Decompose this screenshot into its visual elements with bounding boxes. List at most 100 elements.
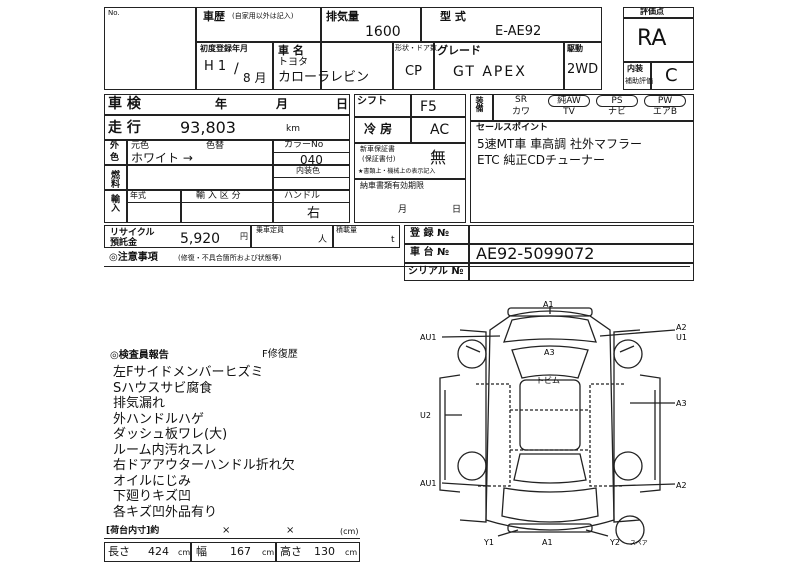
orig-color-label: 元色 [131,141,150,151]
manual-value: 無 [430,148,447,167]
divider [104,538,360,540]
notes-sub: (修復・不具合箇所および状態等) [178,254,282,262]
callout-u2: U2 [420,411,431,420]
shaken-label: 車歴 [203,10,225,23]
divider [272,139,274,223]
divider [433,41,435,90]
no-box [104,7,196,90]
divider [104,114,350,116]
trim-value: GT APEX [453,64,527,80]
report-line: 左Fサイドメンバーヒズミ [113,365,264,380]
trim-label: グレード [437,44,481,57]
divider [272,152,350,153]
expiry-day: 日 [452,205,462,215]
width-label: 幅 [196,545,207,558]
report-line: 各キズ凹外品有り [113,504,218,520]
equipment-item: エアB [652,107,678,117]
registration-box [404,225,694,281]
grade-box [623,7,694,90]
divider [470,120,694,122]
dimensions-cm: (cm) [340,527,359,536]
grade-label: 評価点 [640,7,664,16]
divider [650,61,652,90]
chassis-label: 車 台 № [410,247,449,258]
mileage-value: 93,803 [180,118,236,137]
equipment-item: PW [644,95,686,107]
divider [104,266,690,268]
callout-a2-top: A2 [676,323,687,332]
width-value: 167 [230,545,251,558]
inspection-day-label: 日 [336,97,349,111]
dimensions-box [104,542,360,562]
first-reg-label: 初度登録年月 [200,44,248,53]
recycle-unit: 円 [240,232,248,241]
car-damage-diagram: A1 AU1 A2 U1 A3 トビム A3 U2 AU1 A2 Y1 A1 Y… [420,300,687,547]
length-value: 424 [148,545,169,558]
divider [332,225,334,248]
divider [196,41,602,43]
color-label-2: 色 [110,153,120,163]
first-reg-slash: / [234,61,239,77]
equipment-item: TV [563,107,575,117]
height-value: 130 [314,545,335,558]
interior-score: C [665,65,678,86]
length-unit: cm [178,548,191,557]
report-line: Sハウスサビ腐食 [113,380,213,396]
import-type-label: 輸 入 区 分 [196,191,241,201]
mileage-unit: km [286,124,300,134]
divider [104,189,350,191]
report-line: 外ハンドルハゲ [113,411,205,427]
divider [272,41,274,90]
manual-sub: (保証書付) [362,155,396,163]
divider [392,41,394,90]
divider [180,189,182,223]
callout-y1: Y1 [483,538,494,547]
divider [410,94,412,142]
divider [104,164,350,166]
mileage-label: 走 行 [108,120,141,136]
divider [623,17,694,19]
year-type-label: 年式 [130,191,146,200]
shift-value: F5 [420,99,437,115]
color-label-1: 外 [110,141,120,151]
selling-points-label: セールスポイント [476,123,549,133]
divider [126,139,128,223]
callout-u1-top: U1 [676,333,687,342]
divider [492,94,494,121]
report-title: ◎検査員報告 [110,350,169,361]
callout-au1-bottom: AU1 [420,479,436,488]
manual-note: ★書類上・機械上の表示記入 [358,168,436,175]
dimensions-x2: × [286,525,295,536]
dimensions-label: [荷台内寸]約 [106,526,160,536]
displacement-label: 排気量 [326,10,359,23]
capacity-unit: 人 [318,235,328,245]
selling-points-line-2: ETC 純正CDチューナー [477,153,606,167]
name-label: 車 名 [278,44,304,57]
callout-a1-bottom: A1 [542,538,553,547]
manual-label: 新車保証書 [360,145,395,153]
grade-value: RA [637,26,667,51]
body-type-value: CP [405,64,422,79]
divider [275,542,277,562]
color-name-label: 色替 [206,141,225,151]
divider [623,61,694,63]
car-name-value: カローラレビン [278,70,370,85]
load-label: 積載量 [336,226,357,234]
divider [250,225,252,248]
divider [126,202,350,203]
doors-label: 形状・ドア数 [395,44,437,52]
shift-label: シフト [357,96,387,107]
inspection-month-label: 月 [276,97,289,111]
header-grid [196,7,602,90]
callout-a3-right: A3 [676,399,687,408]
recycle-row [104,225,400,248]
callout-au1-top: AU1 [420,333,436,342]
height-label: 高さ [280,545,302,558]
shaken-note: (自家用以外は記入) [232,12,294,20]
equipment-box [470,94,694,223]
report-line: 下廻りキズ凹 [113,489,192,504]
notes-label: ◎注意事項 [109,252,158,263]
roof-text: トビム [536,376,560,385]
equipment-item: ナビ [607,107,626,117]
callout-a1-top: A1 [543,300,554,309]
